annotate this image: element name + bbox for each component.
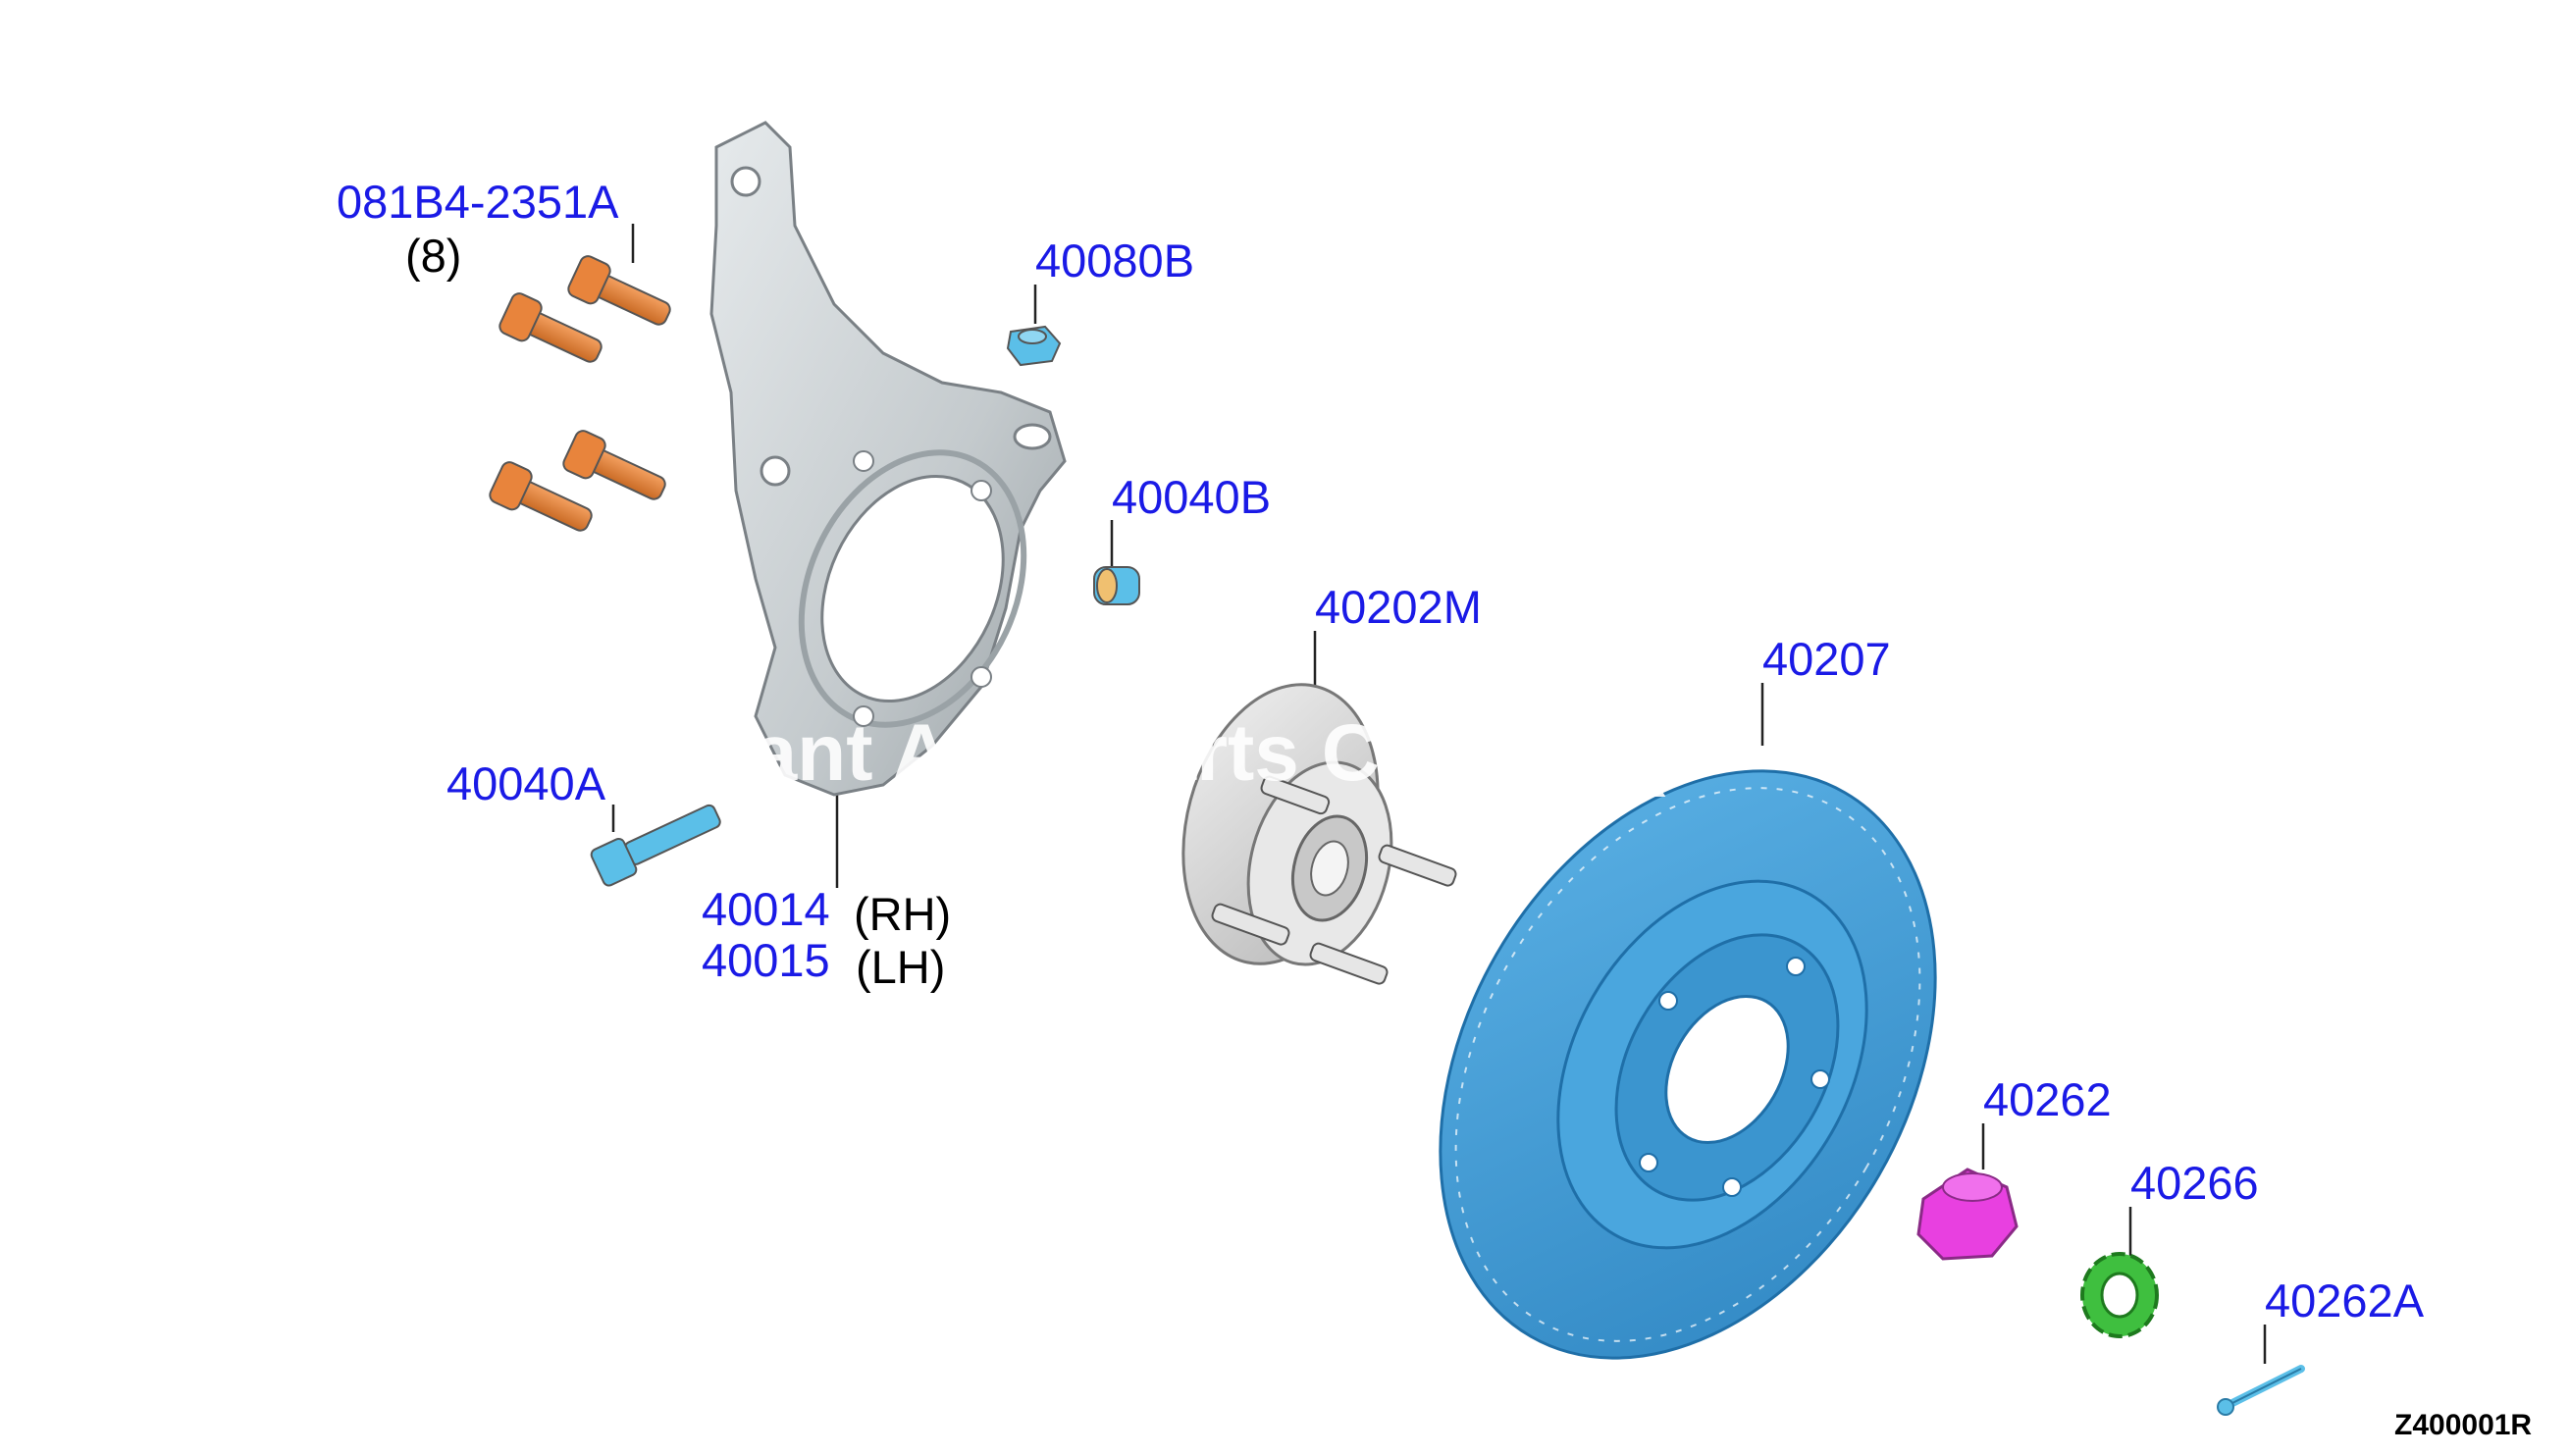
cotter-pin-40262a [2217, 1365, 2305, 1416]
callout-40262a[interactable]: 40262A [2265, 1274, 2425, 1326]
brake-rotor [1439, 769, 1937, 1360]
wheel-stud [1211, 775, 1457, 985]
callout-40040b[interactable]: 40040B [1112, 471, 1271, 523]
steering-knuckle [709, 121, 1067, 797]
callout-40207[interactable]: 40207 [1762, 633, 1891, 685]
knuckle-bolt [567, 255, 671, 326]
callout-40262[interactable]: 40262 [1983, 1073, 2112, 1125]
nut-40080b [1006, 325, 1062, 367]
callout-bolt-quantity: (8) [405, 230, 461, 282]
knuckle-bolt [498, 292, 603, 363]
callout-labels: 081B4-2351A (8) 40080B 40040B 40202M 402… [337, 176, 2532, 1441]
hub-nut-40262 [1916, 1168, 2019, 1261]
watermark: Giant Auto Parts Catalog (7 [667, 708, 1710, 798]
callout-40040a[interactable]: 40040A [446, 757, 606, 809]
callout-40080b[interactable]: 40080B [1035, 234, 1194, 286]
diagram-reference: Z400001R [2394, 1409, 2532, 1441]
callout-40202m[interactable]: 40202M [1315, 581, 1482, 633]
knuckle-bolts-group [489, 255, 671, 532]
callout-40266[interactable]: 40266 [2130, 1157, 2259, 1209]
bolt-40040a [590, 804, 721, 887]
knuckle-bolt [489, 461, 593, 532]
callout-rh-note: (RH) [854, 888, 951, 940]
bushing-40040b [1093, 566, 1140, 605]
wheel-hub-assembly [1181, 683, 1457, 985]
leader-lines [611, 224, 2267, 1364]
knuckle-bolt [562, 430, 666, 500]
callout-lh-note: (LH) [856, 941, 945, 993]
callout-081b4-2351a[interactable]: 081B4-2351A [337, 176, 619, 228]
callout-40014[interactable]: 40014 [702, 883, 830, 935]
callout-40015[interactable]: 40015 [702, 934, 830, 986]
lock-ring-40266 [2080, 1252, 2159, 1338]
